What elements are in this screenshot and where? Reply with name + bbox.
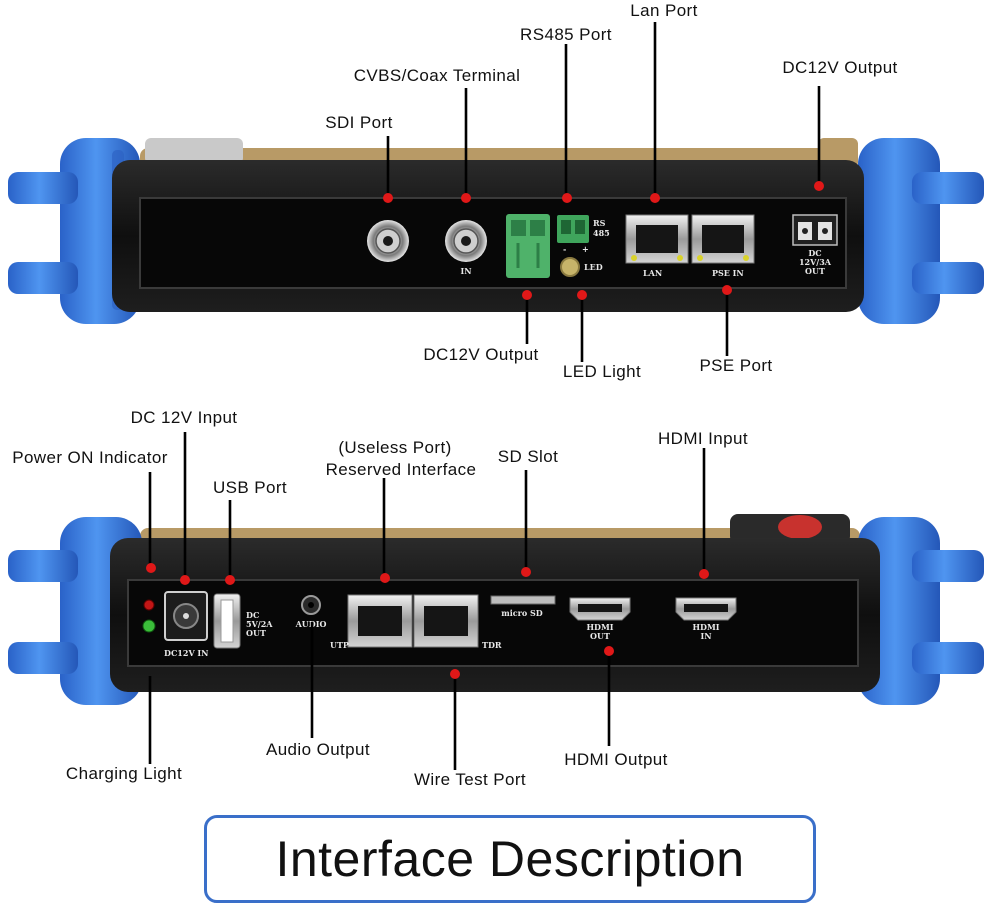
n485-mark: 485 xyxy=(593,228,610,238)
hdmi-in-mark-b: IN xyxy=(700,631,711,641)
interface-diagram: IN RS 485 - + LED xyxy=(8,1,984,789)
lan-mark: LAN xyxy=(643,268,662,278)
dc-out-mark-c: OUT xyxy=(805,266,825,276)
rj45-tdr-jack xyxy=(413,594,479,648)
hdmi-out-mark-a: HDMI xyxy=(586,622,613,632)
label-rs485-port: RS485 Port xyxy=(520,25,612,44)
hdmi-out-mark-b: OUT xyxy=(590,631,610,641)
green-terminal-block xyxy=(506,214,550,278)
label-led-light: LED Light xyxy=(563,362,641,381)
bottom-device: DC12V IN DC 5V/2A OUT AUDIO UTP TDR micr… xyxy=(8,514,984,705)
hdmi-output-connector xyxy=(569,597,631,621)
dc-out-mark-a: DC xyxy=(808,248,821,258)
led-mark: LED xyxy=(584,262,603,272)
top-right-bumper xyxy=(858,138,984,324)
dc12v-in-mark: DC12V IN xyxy=(164,648,208,658)
minus-mark: - xyxy=(563,244,566,254)
dc-output-jack xyxy=(792,214,838,246)
rs-mark: RS xyxy=(593,218,606,228)
label-useless-port: (Useless Port) xyxy=(338,438,451,457)
charge-led-green xyxy=(142,619,156,633)
audio-mark: AUDIO xyxy=(295,619,327,629)
top-leaders xyxy=(383,22,824,362)
top-device: IN RS 485 - + LED xyxy=(8,138,984,324)
usb-mark-b: 5V/2A xyxy=(246,619,273,629)
rs485-terminal xyxy=(557,215,589,243)
sdi-bnc-connector xyxy=(367,220,409,262)
diagram-title: Interface Description xyxy=(275,831,745,887)
label-reserved-interface: Reserved Interface xyxy=(326,460,477,479)
label-charging-light: Charging Light xyxy=(66,764,182,783)
led-lamp xyxy=(560,257,580,277)
label-sd-slot: SD Slot xyxy=(498,447,558,466)
cvbs-bnc-connector xyxy=(445,220,487,262)
bottom-leaders xyxy=(146,432,709,770)
label-dc12v-output-mid: DC12V Output xyxy=(423,345,538,364)
label-hdmi-output: HDMI Output xyxy=(564,750,668,769)
label-audio-output: Audio Output xyxy=(266,740,370,759)
hdmi-in-mark-a: HDMI xyxy=(692,622,719,632)
label-usb-port: USB Port xyxy=(213,478,287,497)
dc-out-mark-b: 12V/3A xyxy=(799,257,832,267)
power-led-red xyxy=(143,599,155,611)
dc12v-input-jack xyxy=(164,591,208,641)
rj45-utp-jack xyxy=(347,594,413,648)
bottom-port-panel xyxy=(127,579,859,667)
usb-mark-c: OUT xyxy=(246,628,266,638)
utp-mark: UTP xyxy=(330,640,349,650)
label-cvbs-coax: CVBS/Coax Terminal xyxy=(354,66,521,85)
label-pse-port: PSE Port xyxy=(699,356,772,375)
label-dc12v-input: DC 12V Input xyxy=(131,408,238,427)
micro-sd-mark: micro SD xyxy=(501,608,542,618)
cvbs-in-mark: IN xyxy=(460,266,471,276)
rj45-lan-jack xyxy=(625,214,689,264)
tdr-mark: TDR xyxy=(482,640,502,650)
title-frame: Interface Description xyxy=(204,815,816,903)
micro-sd-slot xyxy=(490,595,556,605)
label-dc12v-output-right: DC12V Output xyxy=(782,58,897,77)
plus-mark: + xyxy=(582,244,589,254)
rj45-pse-jack xyxy=(691,214,755,264)
pse-in-mark: PSE IN xyxy=(712,268,744,278)
usb-mark-a: DC xyxy=(246,610,259,620)
label-hdmi-input: HDMI Input xyxy=(658,429,748,448)
label-power-on: Power ON Indicator xyxy=(12,448,168,467)
label-wire-test: Wire Test Port xyxy=(414,770,526,789)
usb-connector xyxy=(213,593,241,649)
label-sdi-port: SDI Port xyxy=(325,113,392,132)
hdmi-input-connector xyxy=(675,597,737,621)
label-lan-port: Lan Port xyxy=(630,1,697,20)
